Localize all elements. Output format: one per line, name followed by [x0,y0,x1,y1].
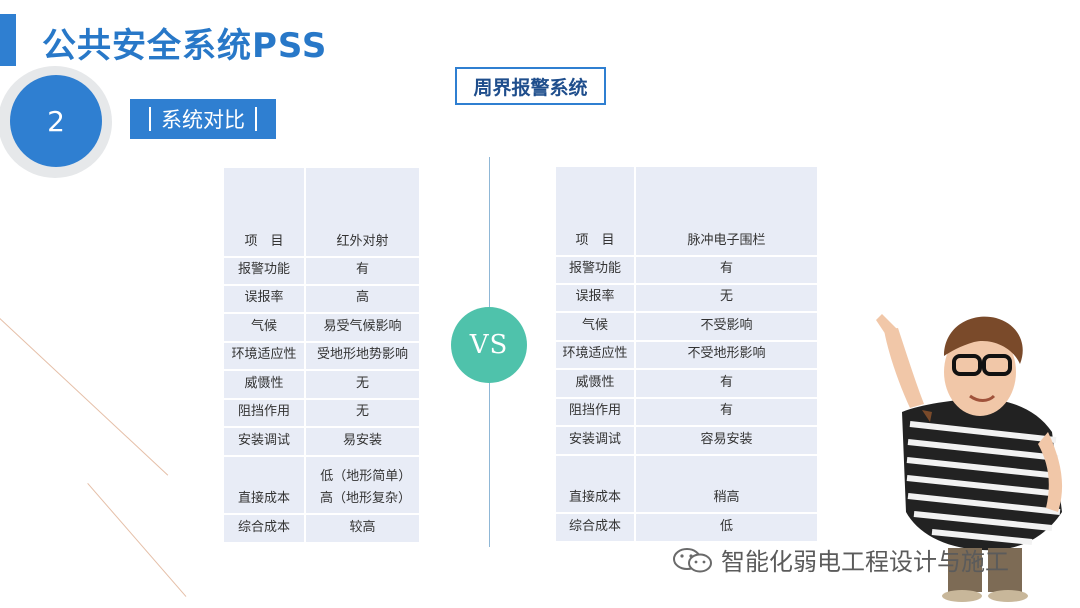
table-cell-value: 无 [306,371,419,400]
table-cell-value: 受地形地势影响 [306,343,419,371]
table-row: 阻挡作用 无 [224,400,419,428]
table-cell-item: 威慑性 [224,371,306,400]
table-cell-value: 低（地形简单）高（地形复杂） [306,457,419,515]
title-accent-bar [0,14,16,66]
table-row: 安装调试 易安装 [224,428,419,457]
watermark-text: 智能化弱电工程设计与施工 [721,548,1009,576]
table-cell-value: 无 [636,285,817,313]
table-cell-value: 易安装 [306,428,419,457]
table-row: 综合成本 较高 [224,515,419,542]
table-cell-item: 误报率 [224,286,306,314]
section-label-tag: 系统对比 [130,99,276,139]
table-cell-value: 红外对射 [306,168,419,258]
vs-badge: VS [451,307,527,383]
table-cell-value: 有 [636,370,817,399]
table-cell-value: 不受影响 [636,313,817,342]
table-cell-item: 气候 [224,314,306,343]
left-separator [149,107,151,131]
decorative-line [0,318,169,476]
table-cell-item: 威慑性 [556,370,636,399]
table-cell-item: 环境适应性 [224,343,306,371]
table-row: 气候 易受气候影响 [224,314,419,343]
table-cell-value: 脉冲电子围栏 [636,167,817,257]
table-row: 项 目 红外对射 [224,168,419,258]
table-row: 直接成本 稍高 [556,456,817,514]
table-cell-item: 阻挡作用 [556,399,636,427]
table-row: 报警功能 有 [224,258,419,286]
table-row: 环境适应性 不受地形影响 [556,342,817,370]
table-cell-item: 报警功能 [224,258,306,286]
watermark: 智能化弱电工程设计与施工 [671,542,1009,577]
comparison-table-infrared: 项 目 红外对射 报警功能 有 误报率 高 气候 易受气候影响 环境适应性 受地… [224,168,419,542]
table-cell-item: 安装调试 [224,428,306,457]
table-cell-value: 无 [306,400,419,428]
table-row: 气候 不受影响 [556,313,817,342]
table-row: 项 目 脉冲电子围栏 [556,167,817,257]
table-cell-item: 综合成本 [224,515,306,542]
table-cell-item: 综合成本 [556,514,636,541]
table-cell-item: 直接成本 [556,456,636,514]
subtitle-box: 周界报警系统 [455,67,606,105]
section-label: 系统对比 [161,108,245,132]
table-row: 安装调试 容易安装 [556,427,817,456]
page-title: 公共安全系统PSS [42,26,328,66]
comparison-table-pulse-fence: 项 目 脉冲电子围栏 报警功能 有 误报率 无 气候 不受影响 环境适应性 不受… [556,167,817,541]
table-cell-value: 容易安装 [636,427,817,456]
table-cell-value: 低 [636,514,817,541]
table-cell-item: 阻挡作用 [224,400,306,428]
section-number: 2 [10,75,102,167]
table-cell-value: 易受气候影响 [306,314,419,343]
pointing-person-illustration [876,314,1063,602]
table-cell-item: 误报率 [556,285,636,313]
table-row: 威慑性 有 [556,370,817,399]
table-cell-value: 高 [306,286,419,314]
table-cell-item: 气候 [556,313,636,342]
table-cell-item: 项 目 [224,168,306,258]
table-cell-value: 有 [636,257,817,285]
table-cell-item: 直接成本 [224,457,306,515]
table-row: 环境适应性 受地形地势影响 [224,343,419,371]
table-cell-item: 安装调试 [556,427,636,456]
table-row: 阻挡作用 有 [556,399,817,427]
decorative-line [87,483,187,597]
table-cell-value: 有 [636,399,817,427]
table-cell-value: 稍高 [636,456,817,514]
wechat-icon [673,547,712,572]
table-row: 报警功能 有 [556,257,817,285]
table-row: 误报率 高 [224,286,419,314]
table-row: 综合成本 低 [556,514,817,541]
table-cell-value: 不受地形影响 [636,342,817,370]
right-separator [255,107,257,131]
table-row: 威慑性 无 [224,371,419,400]
table-cell-value: 有 [306,258,419,286]
table-cell-item: 环境适应性 [556,342,636,370]
table-cell-item: 项 目 [556,167,636,257]
table-cell-value: 较高 [306,515,419,542]
table-row: 直接成本 低（地形简单）高（地形复杂） [224,457,419,515]
table-row: 误报率 无 [556,285,817,313]
table-cell-item: 报警功能 [556,257,636,285]
